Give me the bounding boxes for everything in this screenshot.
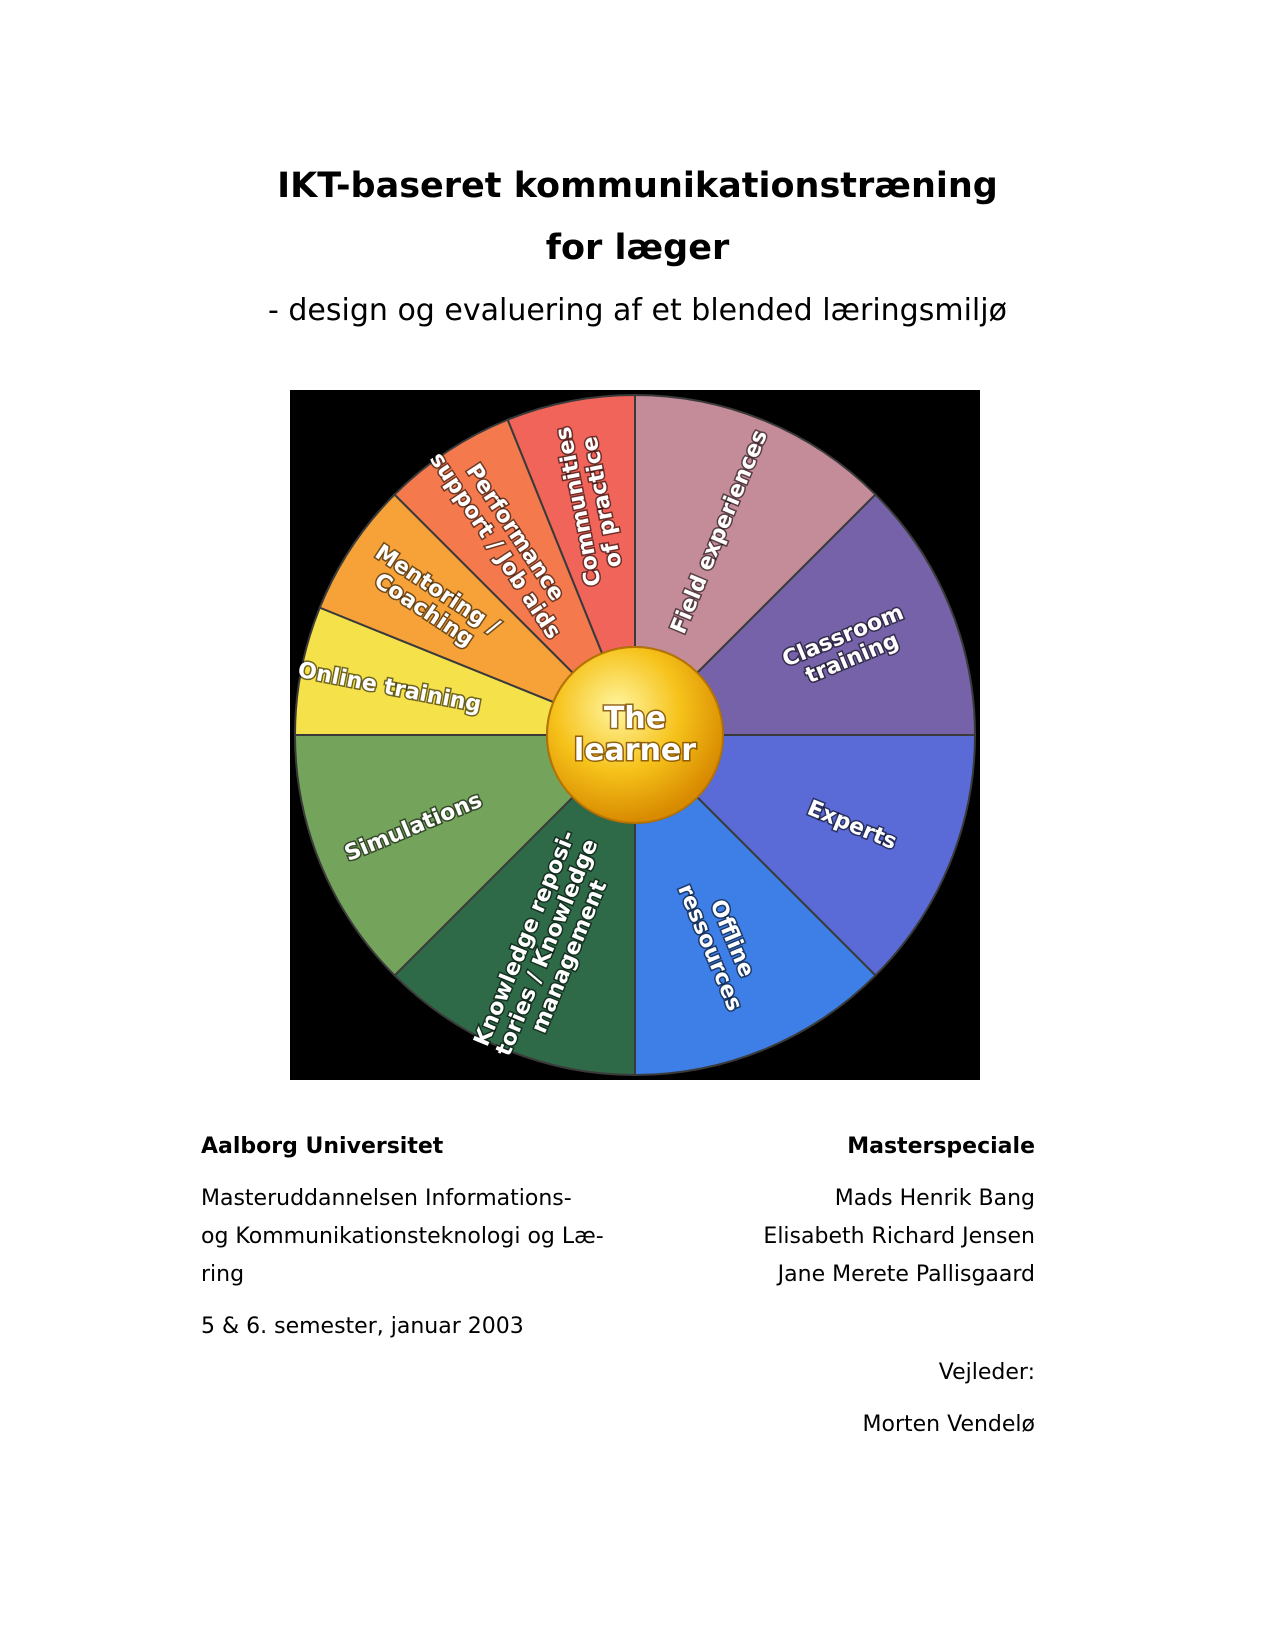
supervisor-label: Vejleder: bbox=[938, 1360, 1035, 1385]
institution-block: Aalborg Universitet Masteruddannelsen In… bbox=[201, 1128, 621, 1346]
document-title-line-1: IKT-baseret kommunikationstræning bbox=[277, 166, 998, 206]
semester-date: 5 & 6. semester, januar 2003 bbox=[201, 1314, 524, 1339]
document-subtitle: - design og evaluering af et blended lær… bbox=[268, 293, 1007, 328]
thesis-type: Masterspeciale bbox=[847, 1134, 1035, 1159]
program-line-3: ring bbox=[201, 1262, 245, 1287]
author-1: Mads Henrik Bang bbox=[834, 1186, 1035, 1211]
program-line-1: Masteruddannelsen Informations- bbox=[201, 1186, 572, 1211]
author-2: Elisabeth Richard Jensen bbox=[763, 1224, 1035, 1249]
center-label-line-1: The bbox=[604, 701, 666, 736]
supervisor-name: Morten Vendelø bbox=[862, 1412, 1035, 1437]
authors-block: Masterspeciale Mads Henrik Bang Elisabet… bbox=[615, 1128, 1035, 1444]
learner-center-circle bbox=[546, 646, 724, 824]
author-3: Jane Merete Pallisgaard bbox=[777, 1262, 1035, 1287]
center-label-line-2: learner bbox=[574, 733, 696, 768]
university-name: Aalborg Universitet bbox=[201, 1134, 444, 1159]
document-title-line-2: for læger bbox=[545, 228, 730, 268]
program-line-2: og Kommunikationsteknologi og Læ- bbox=[201, 1224, 604, 1249]
